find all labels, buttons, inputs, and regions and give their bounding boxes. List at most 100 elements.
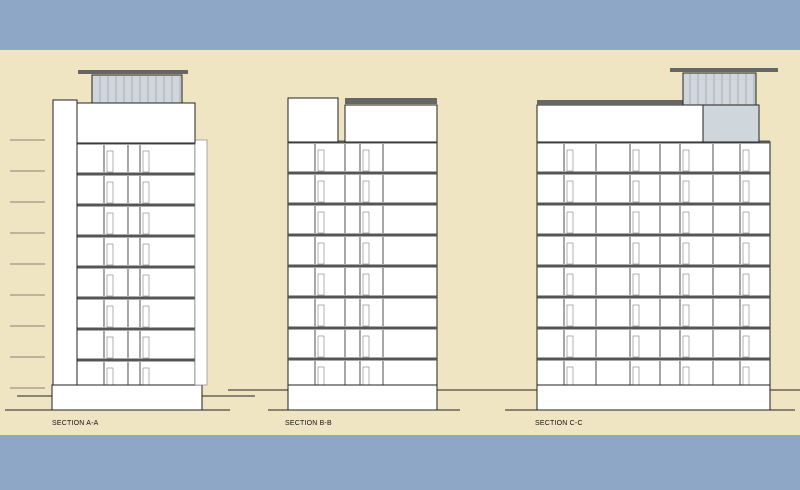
- door-opening: [362, 273, 370, 296]
- section-c-caption: SECTION C-C: [535, 420, 583, 427]
- door-opening: [142, 150, 150, 173]
- door-opening: [682, 273, 690, 296]
- floor-slab: [77, 265, 195, 269]
- door-opening: [142, 243, 150, 266]
- frame-top-band: [0, 0, 800, 50]
- door-opening: [566, 273, 574, 296]
- door-opening: [682, 149, 690, 172]
- door-opening: [317, 180, 325, 203]
- top-floor: [76, 102, 196, 144]
- ground-floor-block: [51, 384, 203, 411]
- floor-slab: [77, 234, 195, 238]
- floor-slab: [288, 326, 437, 330]
- floor-slab: [537, 357, 770, 361]
- roof-slab: [537, 100, 752, 105]
- floor-slab: [537, 171, 770, 175]
- door-opening: [106, 212, 114, 235]
- floor-slab: [288, 202, 437, 206]
- door-opening: [566, 211, 574, 234]
- door-opening: [142, 212, 150, 235]
- floor-slab: [537, 233, 770, 237]
- floor-slab: [288, 171, 437, 175]
- door-opening: [106, 274, 114, 297]
- stair-glazing: [702, 104, 760, 143]
- door-opening: [742, 149, 750, 172]
- door-opening: [142, 305, 150, 328]
- door-opening: [566, 335, 574, 358]
- door-opening: [142, 181, 150, 204]
- door-opening: [632, 335, 640, 358]
- door-opening: [632, 273, 640, 296]
- door-opening: [317, 149, 325, 172]
- door-opening: [362, 335, 370, 358]
- door-opening: [362, 211, 370, 234]
- door-opening: [566, 149, 574, 172]
- section-a-drawing: [5, 70, 255, 411]
- roof-canopy: [78, 70, 188, 74]
- door-opening: [742, 335, 750, 358]
- door-opening: [317, 304, 325, 327]
- section-b-caption: SECTION B-B: [285, 420, 332, 427]
- side-extension: [194, 139, 208, 386]
- roof-canopy: [670, 68, 778, 72]
- roof-terrace: [287, 97, 339, 143]
- door-opening: [742, 273, 750, 296]
- ground-floor-block: [287, 384, 438, 411]
- door-opening: [682, 242, 690, 265]
- floor-slab: [288, 264, 437, 268]
- door-opening: [106, 150, 114, 173]
- penthouse-glazing: [91, 74, 183, 104]
- door-opening: [682, 304, 690, 327]
- door-opening: [682, 180, 690, 203]
- door-opening: [632, 149, 640, 172]
- floor-slab: [537, 264, 770, 268]
- door-opening: [106, 243, 114, 266]
- penthouse-glazing: [682, 72, 757, 106]
- section-a-caption: SECTION A-A: [52, 420, 99, 427]
- door-opening: [317, 335, 325, 358]
- floor-slab: [537, 326, 770, 330]
- ground-floor-block: [536, 384, 771, 411]
- roof-slab: [345, 98, 437, 104]
- door-opening: [317, 211, 325, 234]
- door-opening: [742, 211, 750, 234]
- door-opening: [632, 242, 640, 265]
- frame-bottom-band: [0, 435, 800, 490]
- door-opening: [106, 305, 114, 328]
- floor-slab: [77, 358, 195, 362]
- building-body: [76, 142, 196, 397]
- door-opening: [742, 242, 750, 265]
- floor-slab: [537, 202, 770, 206]
- door-opening: [142, 274, 150, 297]
- door-opening: [742, 304, 750, 327]
- door-opening: [566, 242, 574, 265]
- door-opening: [142, 336, 150, 359]
- floor-slab: [77, 172, 195, 176]
- floor-slab: [537, 295, 770, 299]
- door-opening: [566, 304, 574, 327]
- door-opening: [362, 180, 370, 203]
- section-b-drawing: [228, 97, 497, 411]
- door-opening: [106, 336, 114, 359]
- door-opening: [106, 181, 114, 204]
- section-c-drawing: [477, 68, 800, 411]
- floor-slab: [288, 233, 437, 237]
- door-opening: [317, 273, 325, 296]
- door-opening: [317, 242, 325, 265]
- door-opening: [632, 304, 640, 327]
- floor-slab: [288, 357, 437, 361]
- door-opening: [682, 335, 690, 358]
- stair-tower: [52, 99, 78, 386]
- door-opening: [682, 211, 690, 234]
- floor-slab: [77, 203, 195, 207]
- door-opening: [362, 149, 370, 172]
- door-opening: [742, 180, 750, 203]
- top-floor: [344, 104, 438, 143]
- door-opening: [362, 304, 370, 327]
- door-opening: [632, 211, 640, 234]
- floor-slab: [288, 295, 437, 299]
- door-opening: [566, 180, 574, 203]
- door-opening: [632, 180, 640, 203]
- door-opening: [362, 242, 370, 265]
